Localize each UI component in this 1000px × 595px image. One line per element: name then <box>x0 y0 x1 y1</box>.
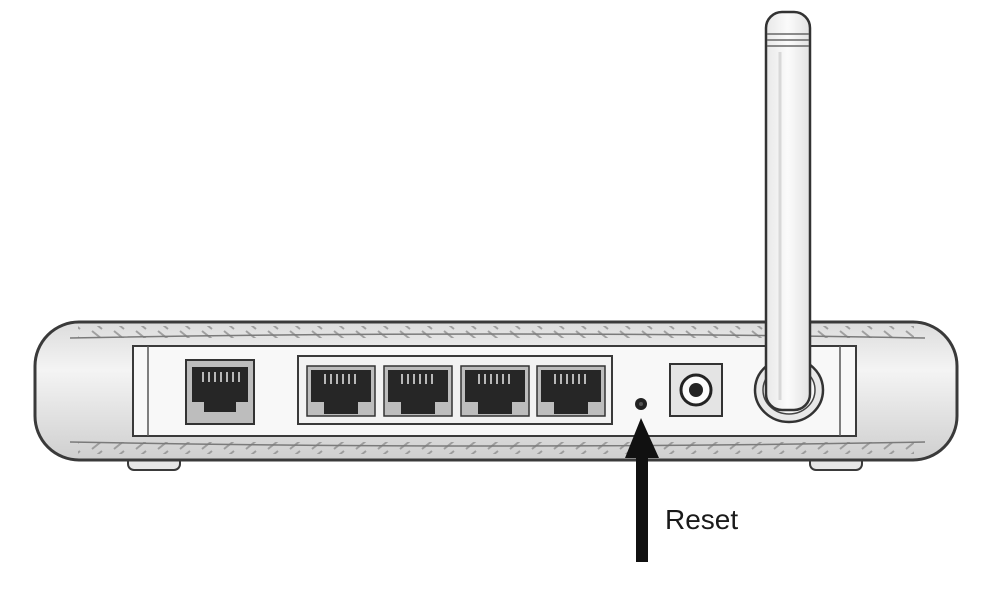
wan-port <box>185 359 255 425</box>
reset-button <box>635 398 647 410</box>
lan-port-4 <box>536 365 606 417</box>
antenna <box>753 10 825 424</box>
lan-port-1 <box>306 365 376 417</box>
reset-pointer-arrow <box>625 418 659 562</box>
lan-port-3 <box>460 365 530 417</box>
lan-ports <box>297 355 613 425</box>
reset-label: Reset <box>665 504 739 535</box>
power-jack <box>669 363 723 417</box>
lan-port-2 <box>383 365 453 417</box>
